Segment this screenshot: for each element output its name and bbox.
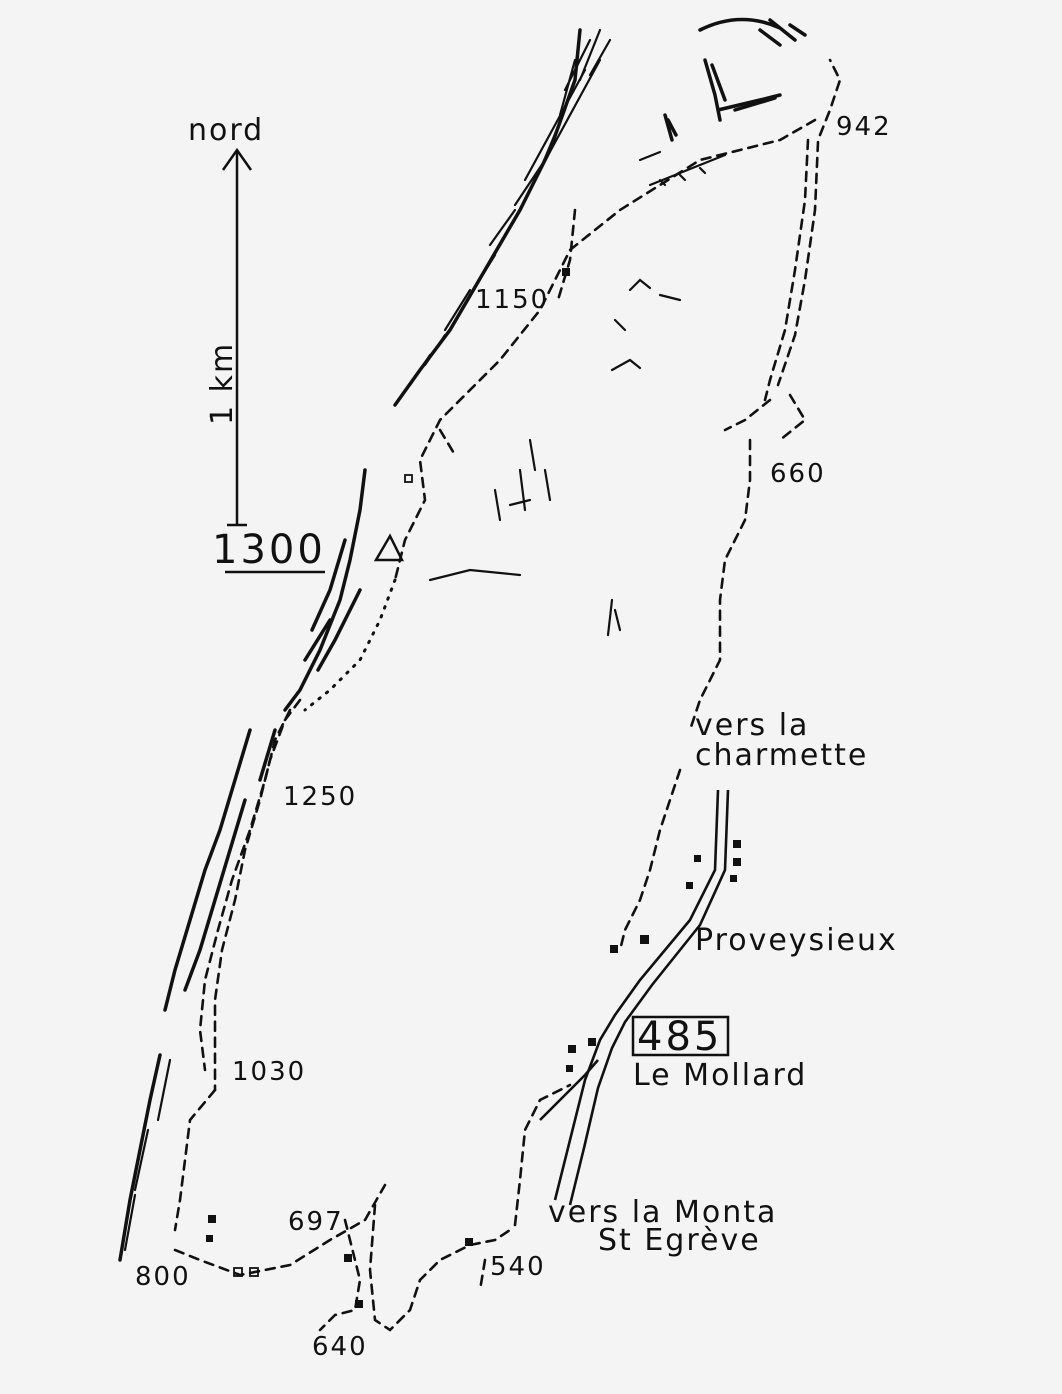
start-altitude-box <box>631 1015 730 1057</box>
village-label: Le Mollard <box>633 1058 807 1093</box>
ridge-north <box>393 28 612 407</box>
town-label: Proveysieux <box>695 923 898 958</box>
monta-label-line1: vers la Monta <box>548 1195 777 1230</box>
altitude-1030: 1030 <box>232 1057 306 1087</box>
charmette-label-line1: vers la <box>695 708 809 743</box>
north-arrow <box>221 147 253 527</box>
charmette-label-line2: charmette <box>695 738 868 773</box>
altitude-1250: 1250 <box>283 782 357 812</box>
altitude-540: 540 <box>490 1252 546 1282</box>
trails <box>173 58 842 1332</box>
north-label: nord <box>188 113 264 148</box>
cliff-west <box>118 468 367 1262</box>
altitude-697: 697 <box>288 1207 344 1237</box>
altitude-942: 942 <box>836 112 892 142</box>
altitude-1150: 1150 <box>475 285 549 315</box>
summit-triangle-icon <box>373 533 405 562</box>
altitude-640: 640 <box>312 1332 368 1362</box>
road-main <box>539 789 730 1206</box>
cliff-top-right <box>638 17 807 187</box>
monta-label-line2: St Egrève <box>598 1223 761 1258</box>
start-altitude: 485 <box>637 1014 722 1060</box>
buildings <box>206 268 741 1308</box>
scale-label: 1 km <box>205 342 240 425</box>
altitude-800: 800 <box>135 1262 191 1292</box>
altitude-660: 660 <box>770 459 826 489</box>
summit-dotted-path <box>303 578 397 712</box>
rock-marks <box>428 278 682 637</box>
summit-altitude: 1300 <box>212 527 326 573</box>
